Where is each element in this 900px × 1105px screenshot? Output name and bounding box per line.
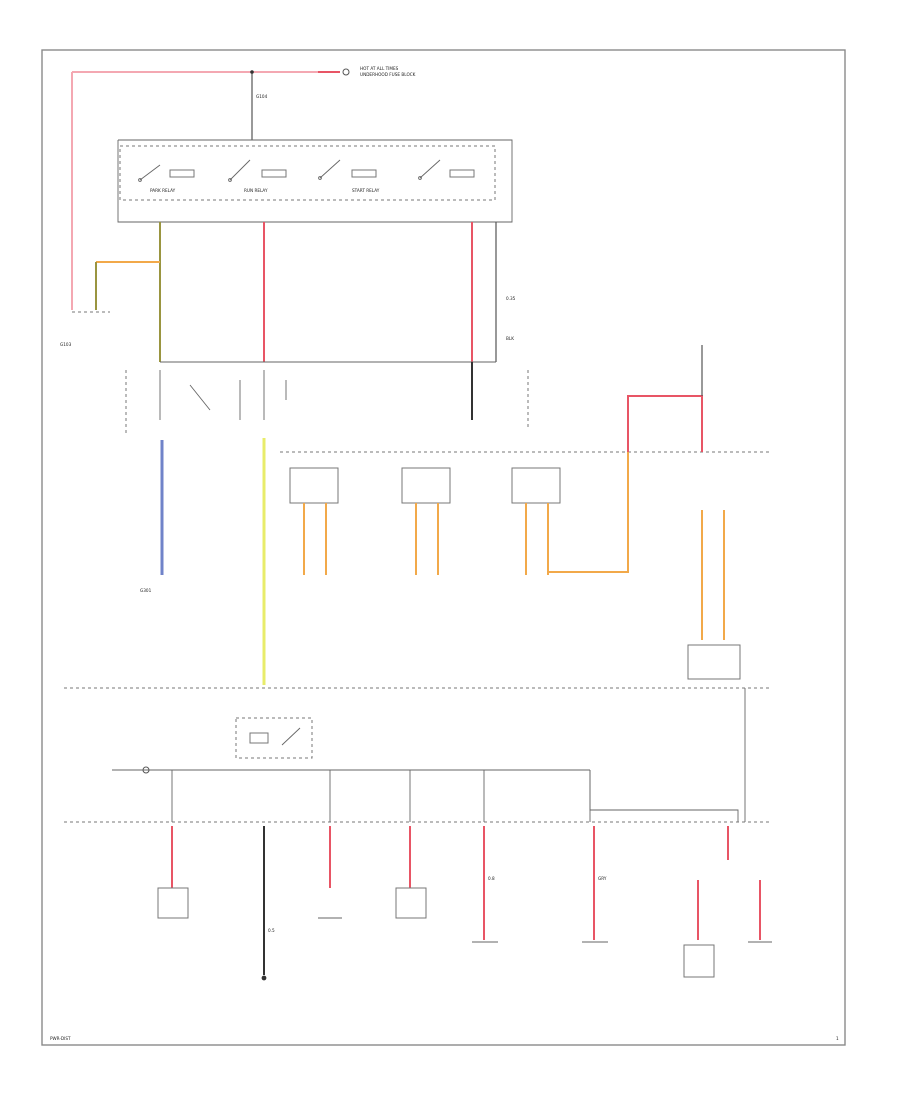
page-number: 1	[836, 1036, 839, 1041]
top-feed: HOT AT ALL TIMES UNDERHOOD FUSE BLOCK	[71, 66, 416, 310]
upper-relay-box: PARK RELAY RUN RELAY START RELAY	[117, 139, 513, 223]
gauge-a-label: 0.35	[506, 296, 516, 301]
lower-bus	[112, 766, 739, 822]
relay-coil-2	[261, 169, 287, 178]
run-relay-label: RUN RELAY	[244, 188, 268, 193]
gray-wire-label: GRY	[598, 876, 607, 881]
ground-mid-label: G301	[140, 588, 152, 593]
blk-wire-label: BLK	[506, 336, 514, 341]
relay-coil-4	[449, 169, 475, 178]
mid-switches	[125, 362, 473, 436]
hot-at-all-times-label: HOT AT ALL TIMES	[360, 66, 399, 71]
upper-branches: G103 0.35	[60, 222, 516, 362]
relay-coil-1	[169, 169, 195, 178]
gauge-c-label: 0.8	[488, 876, 495, 881]
relay-coil-3	[351, 169, 377, 178]
gnd-top-label: G104	[256, 94, 268, 99]
start-relay-label: START RELAY	[352, 188, 380, 193]
fuse-drops	[171, 770, 761, 975]
right-hot-feed	[527, 345, 741, 680]
ground-left-label: G103	[60, 342, 72, 347]
sheet-code-label: PWR-DIST	[50, 1036, 71, 1041]
mid-relays	[289, 452, 629, 575]
lower-components	[157, 887, 772, 981]
diagram-frame	[41, 49, 846, 1046]
park-relay-label: PARK RELAY	[150, 188, 176, 193]
annotations: BLK 0.5 0.8 GRY G104 PWR-DIST 1	[50, 94, 839, 1041]
gauge-b-label: 0.5	[268, 928, 275, 933]
fuse-block-label: UNDERHOOD FUSE BLOCK	[360, 72, 416, 77]
lower-relay	[235, 717, 313, 759]
